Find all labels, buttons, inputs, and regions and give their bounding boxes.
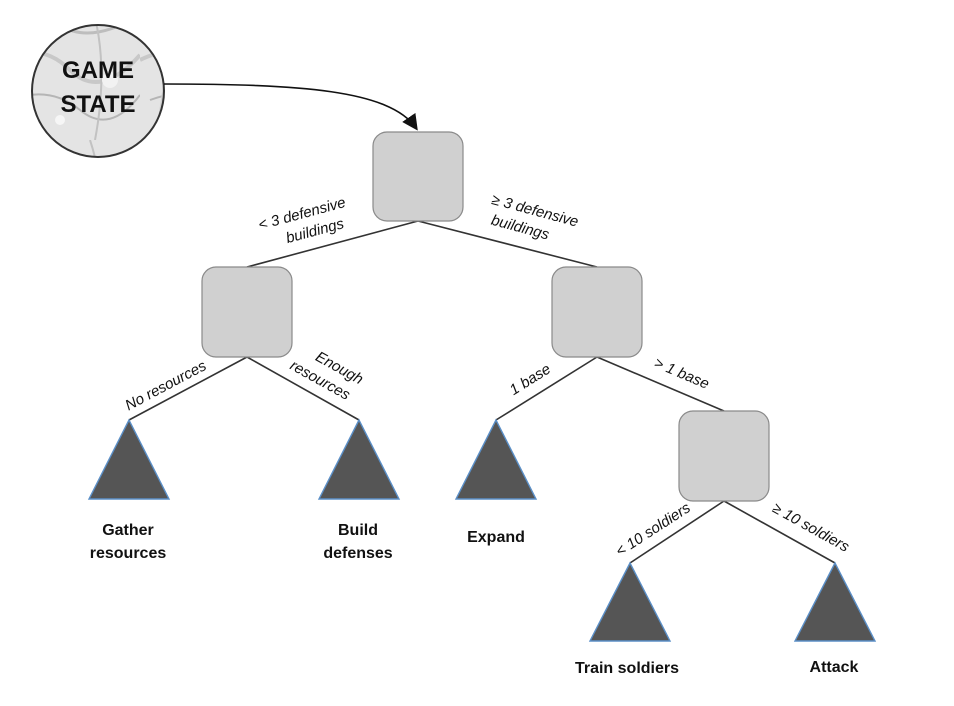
edge-rr-train — [629, 500, 725, 564]
edge-label-right-left: 1 base — [507, 361, 554, 399]
edge-left-gather — [128, 356, 248, 421]
leaf-label-attack: Attack — [810, 659, 859, 676]
edge-label-rr-right: ≥ 10 soldiers — [769, 500, 852, 556]
leaf-triangle-build — [317, 418, 401, 500]
decision-node-root — [372, 131, 464, 222]
edge-label-right-right-line1: > 1 base — [652, 354, 712, 392]
decision-node-left — [201, 266, 293, 358]
leaf-label-gather-line2: resources — [90, 545, 167, 562]
leaf-triangle-expand — [454, 418, 538, 500]
edge-label-right-right: > 1 base — [652, 354, 712, 392]
decision-node-right-right — [678, 410, 770, 502]
edge-label-right-left-line1: 1 base — [507, 361, 554, 399]
leaf-label-train: Train soldiers — [575, 660, 679, 677]
leaf-triangle-train — [588, 561, 672, 642]
leaf-label-build-line1: Build — [338, 522, 378, 539]
leaf-triangle-gather — [87, 418, 171, 500]
edge-label-left-left-line1: No resources — [122, 357, 209, 414]
game-state-label-line2: STATE — [60, 91, 135, 118]
leaf-triangle-attack — [793, 561, 877, 642]
edge-right-rr — [596, 356, 725, 412]
edge-rr-attack — [723, 500, 836, 564]
leaf-label-expand: Expand — [467, 529, 525, 546]
leaf-label-gather-line1: Gather — [102, 522, 154, 539]
edge-right-expand — [495, 356, 598, 421]
game-state-label-line1: GAME — [62, 57, 134, 84]
edge-left-build — [246, 356, 360, 421]
edge-root-left — [246, 220, 419, 268]
decision-node-right — [551, 266, 643, 358]
game-state-node: GAME STATE — [31, 24, 165, 158]
leaf-label-build-line2: defenses — [323, 545, 392, 562]
edge-label-root-left: < 3 defensive buildings — [257, 194, 348, 247]
game-state-arrow — [163, 83, 418, 131]
edge-root-right — [417, 220, 598, 268]
edge-label-left-left: No resources — [122, 357, 209, 414]
edge-label-rr-right-line1: ≥ 10 soldiers — [769, 500, 852, 556]
edge-label-left-right: Enough resources — [287, 348, 366, 404]
